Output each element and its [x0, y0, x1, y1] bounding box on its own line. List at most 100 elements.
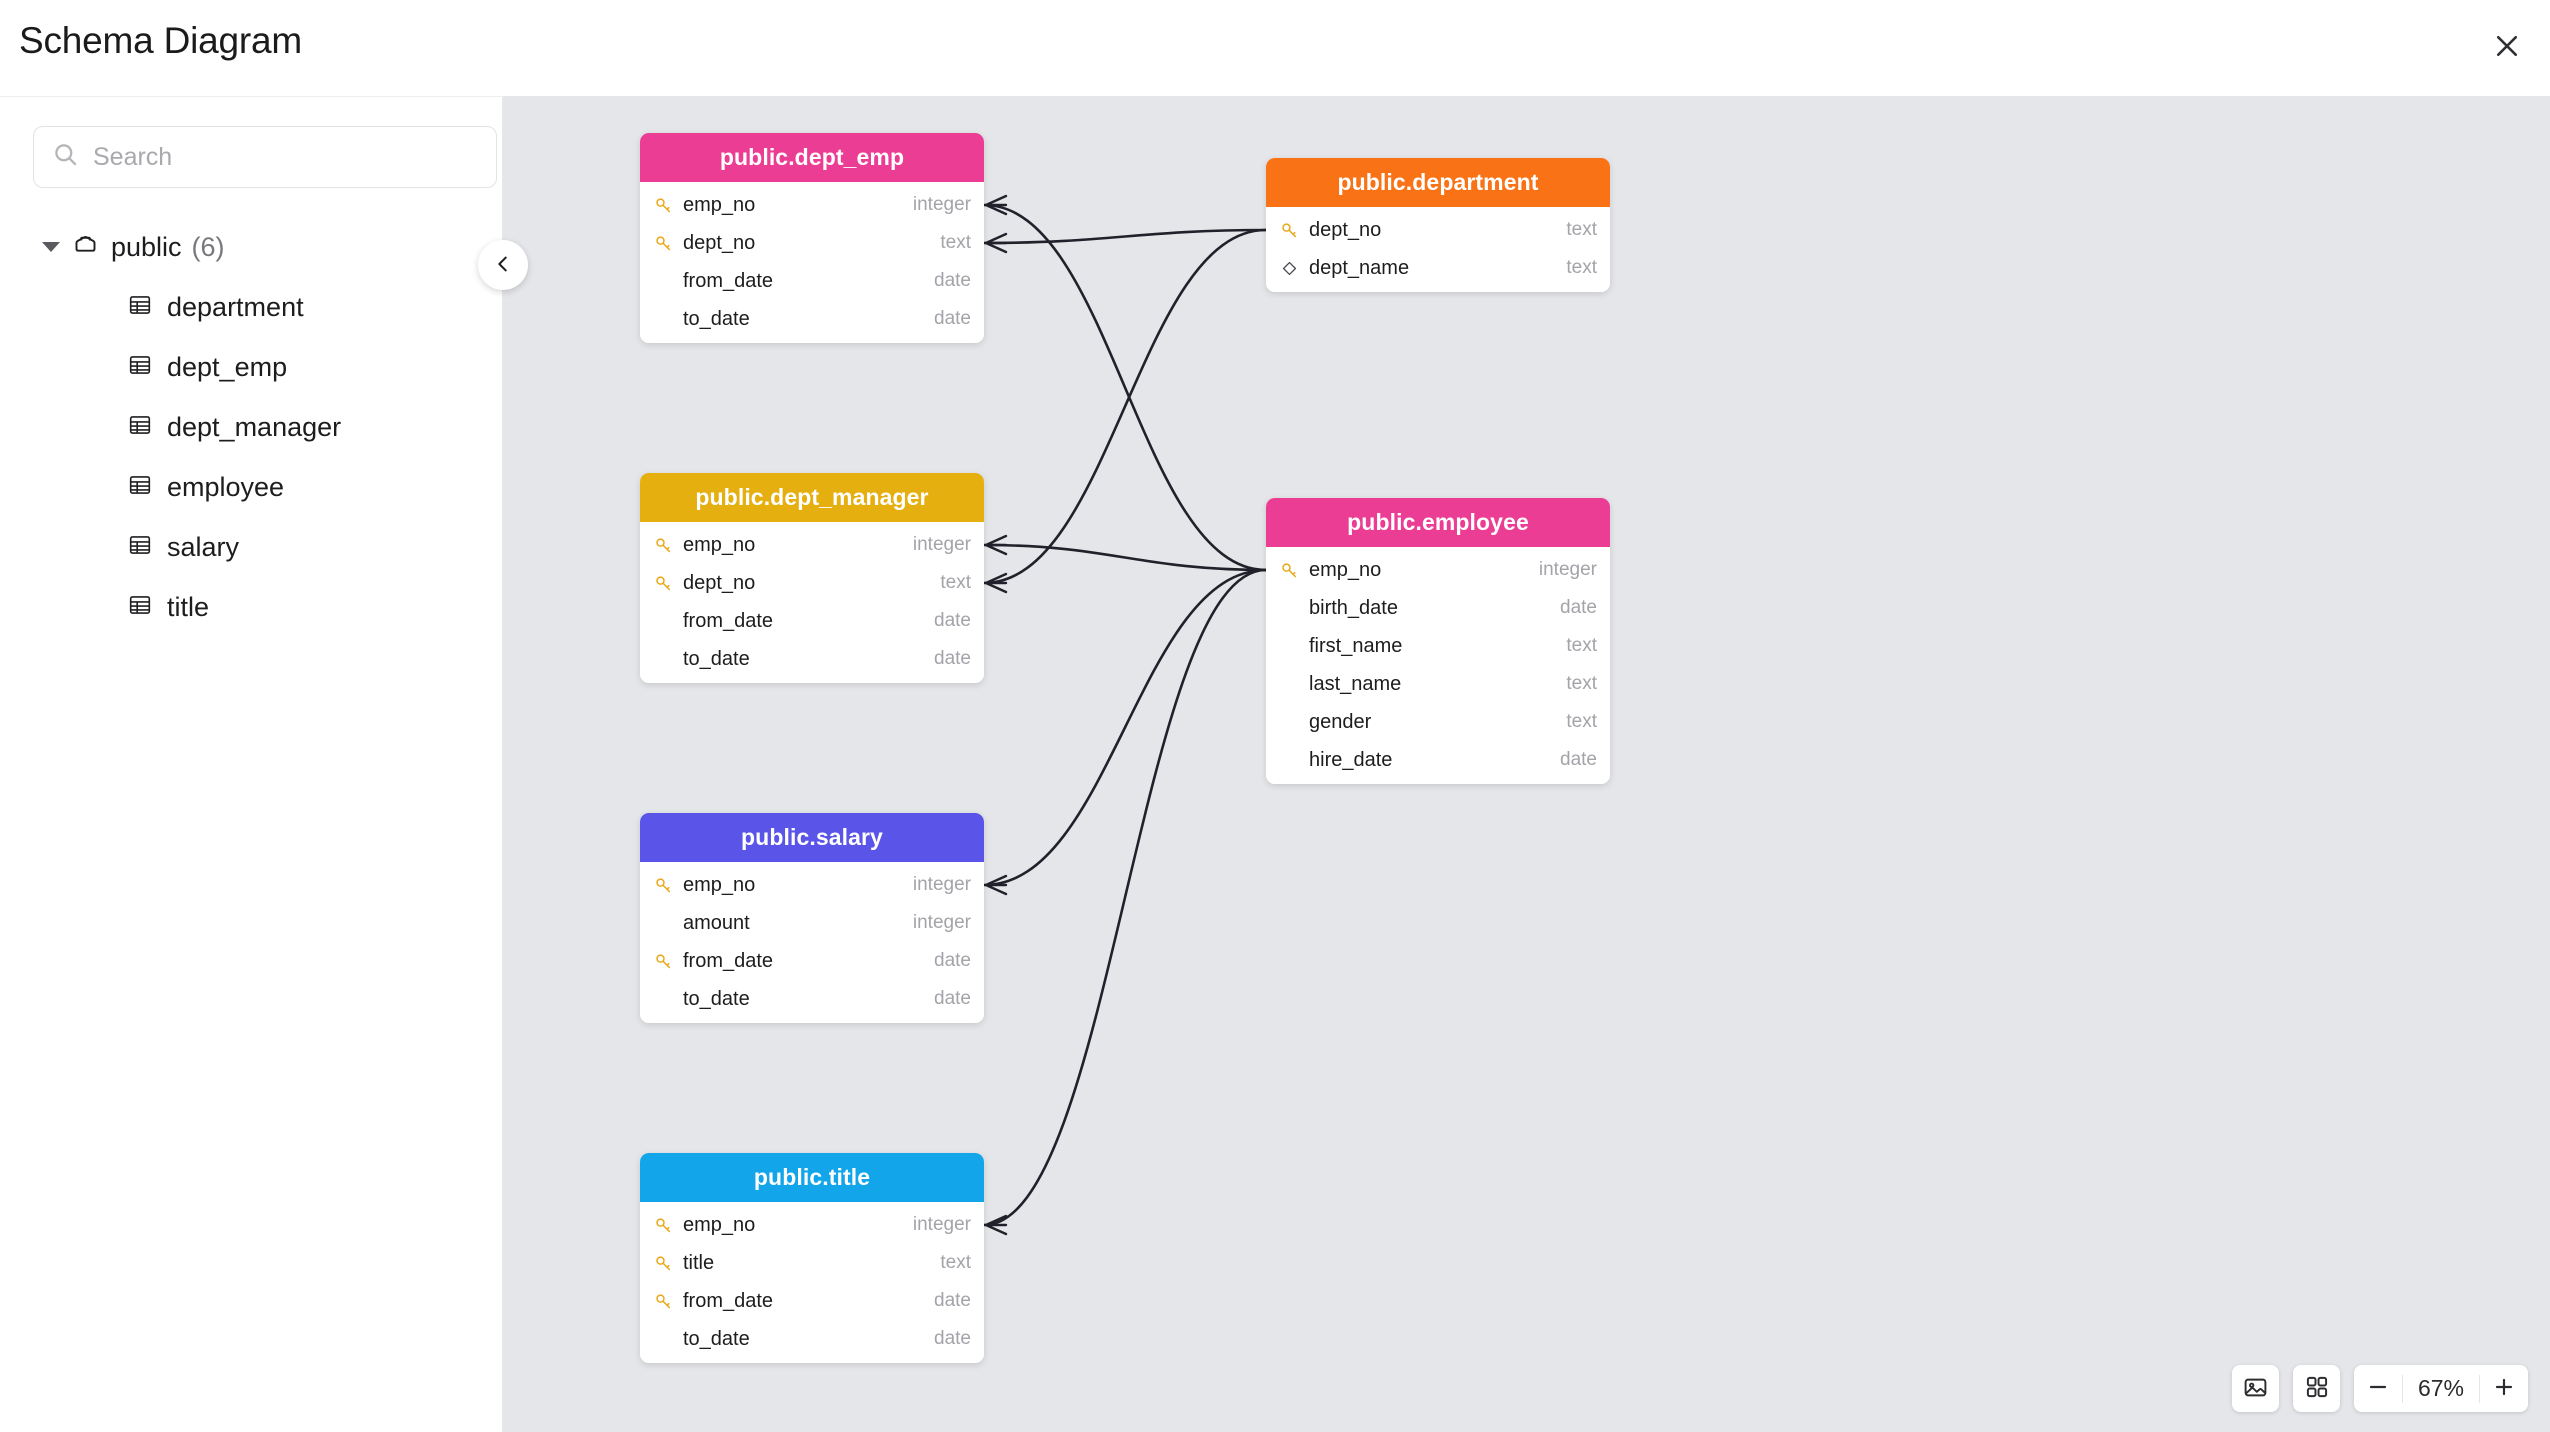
- sidebar-item-employee[interactable]: employee: [0, 457, 502, 517]
- column-type: date: [1560, 749, 1597, 770]
- table-node-title: public.employee: [1266, 498, 1610, 547]
- zoom-out-button[interactable]: [2354, 1365, 2402, 1412]
- key-icon: [652, 574, 674, 593]
- tree-schema-public[interactable]: public (6): [0, 217, 502, 277]
- column-row[interactable]: emp_no integer: [640, 526, 984, 564]
- sidebar-item-label: dept_manager: [167, 411, 342, 442]
- column-type: date: [934, 610, 971, 631]
- table-icon: [127, 472, 153, 503]
- close-icon: [2492, 31, 2522, 61]
- image-icon: [2242, 1374, 2269, 1404]
- table-node-title: public.department: [1266, 158, 1610, 207]
- chevron-down-icon[interactable]: [42, 242, 60, 252]
- divider: [2402, 1374, 2403, 1403]
- plus-icon: [2491, 1374, 2517, 1403]
- sidebar-item-salary[interactable]: salary: [0, 517, 502, 577]
- column-name: emp_no: [683, 1213, 756, 1236]
- sidebar-item-label: employee: [167, 471, 285, 502]
- zoom-in-button[interactable]: [2480, 1365, 2528, 1412]
- database-icon: [72, 231, 99, 263]
- column-name: emp_no: [1309, 558, 1382, 581]
- auto-layout-button[interactable]: [2293, 1365, 2340, 1412]
- search-field[interactable]: [33, 126, 497, 188]
- column-name: from_date: [683, 609, 774, 632]
- column-row[interactable]: from_date date: [640, 942, 984, 980]
- header-bar: Schema Diagram: [0, 0, 2550, 92]
- schema-table-count: (6): [191, 231, 225, 262]
- sidebar-item-dept_manager[interactable]: dept_manager: [0, 397, 502, 457]
- column-name: dept_no: [1309, 218, 1382, 241]
- export-image-button[interactable]: [2232, 1365, 2279, 1412]
- key-icon: [652, 536, 674, 555]
- column-name: birth_date: [1309, 596, 1398, 619]
- sidebar-item-department[interactable]: department: [0, 277, 502, 337]
- column-type: text: [940, 232, 971, 253]
- column-type: text: [1566, 673, 1597, 694]
- sidebar-item-label: department: [167, 291, 304, 322]
- table-node-title: public.dept_manager: [640, 473, 984, 522]
- table-node-dept_manager[interactable]: public.dept_manager emp_no integer dept_n…: [640, 473, 984, 683]
- zoom-level-label: 67%: [2417, 1375, 2465, 1401]
- key-icon: [652, 952, 674, 971]
- key-icon: [652, 196, 674, 215]
- column-row[interactable]: last_name text: [1266, 665, 1610, 703]
- column-name: from_date: [683, 269, 774, 292]
- column-row[interactable]: emp_no integer: [1266, 551, 1610, 589]
- column-row[interactable]: emp_no integer: [640, 1206, 984, 1244]
- column-type: integer: [1538, 559, 1597, 580]
- column-type: integer: [912, 534, 971, 555]
- column-name: amount: [683, 911, 750, 934]
- table-icon: [127, 352, 153, 383]
- sidebar-item-dept_emp[interactable]: dept_emp: [0, 337, 502, 397]
- search-input[interactable]: [93, 142, 478, 172]
- column-name: last_name: [1309, 672, 1402, 695]
- column-row[interactable]: from_date date: [640, 602, 984, 640]
- sidebar-item-title[interactable]: title: [0, 577, 502, 637]
- column-type: integer: [912, 1214, 971, 1235]
- column-type: text: [1566, 219, 1597, 240]
- key-icon: [652, 876, 674, 895]
- column-type: date: [1560, 597, 1597, 618]
- column-type: date: [934, 950, 971, 971]
- column-row[interactable]: dept_no text: [1266, 211, 1610, 249]
- column-row[interactable]: birth_date date: [1266, 589, 1610, 627]
- close-button[interactable]: [2481, 20, 2533, 72]
- column-type: integer: [912, 874, 971, 895]
- column-name: to_date: [683, 647, 750, 670]
- grid-icon: [2304, 1374, 2330, 1403]
- column-name: from_date: [683, 949, 774, 972]
- canvas-toolbar: 67%: [2232, 1365, 2528, 1412]
- key-icon: [652, 1254, 674, 1273]
- column-type: date: [934, 308, 971, 329]
- schema-name: public: [111, 231, 182, 262]
- column-name: emp_no: [683, 533, 756, 556]
- sidebar-collapse-button[interactable]: [478, 240, 528, 290]
- table-icon: [127, 532, 153, 563]
- column-name: first_name: [1309, 634, 1403, 657]
- column-type: text: [1566, 257, 1597, 278]
